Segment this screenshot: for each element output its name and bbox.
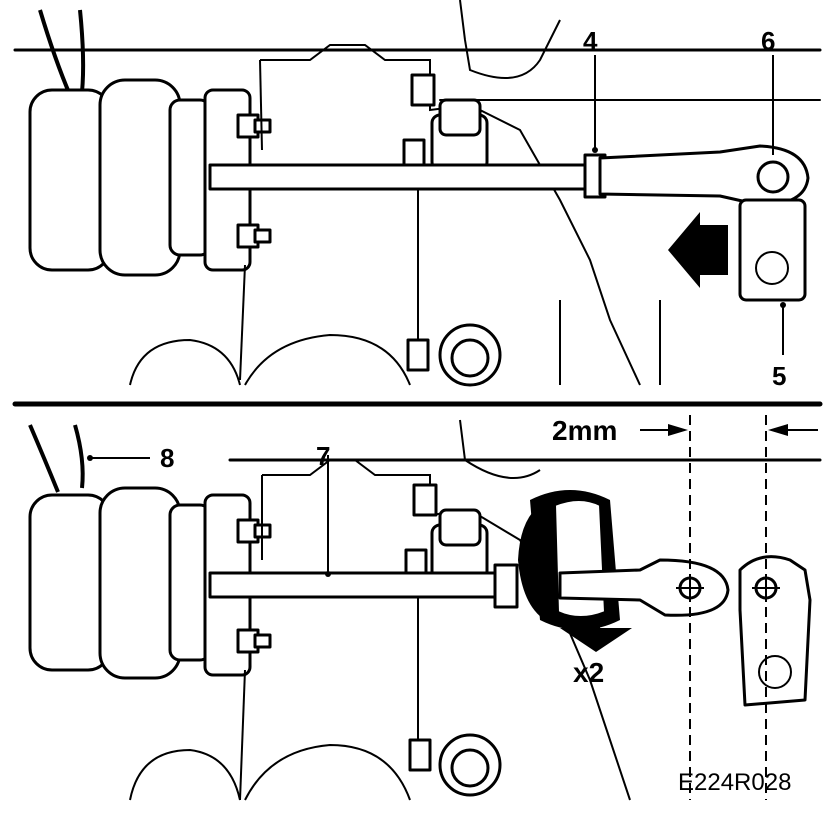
callout-7: 7 xyxy=(316,441,330,471)
rod-end-bottom xyxy=(558,558,730,617)
nut-lower-top xyxy=(438,323,502,387)
drum-flange-bottom xyxy=(98,486,182,680)
drum-body-top xyxy=(28,88,112,272)
bolt-top-2 xyxy=(236,223,272,249)
plug-top xyxy=(430,98,489,172)
callout-6: 6 xyxy=(761,26,775,56)
callout-8: 8 xyxy=(160,443,174,473)
small-bolt-bottom xyxy=(412,483,438,517)
hose-8 xyxy=(28,424,60,493)
rod-nut-bottom xyxy=(493,563,519,609)
turn-count: x2 xyxy=(573,657,604,688)
top-panel: 4 6 5 xyxy=(13,0,822,391)
rotation-arrow xyxy=(560,620,632,652)
callout-5: 5 xyxy=(772,361,786,391)
plug-bottom xyxy=(430,508,489,582)
dimension-label: 2mm xyxy=(552,415,617,446)
drum-flange-top xyxy=(98,78,182,277)
lever-bottom xyxy=(738,555,812,707)
bottom-panel: 8 xyxy=(28,415,822,801)
callout-4: 4 xyxy=(583,26,598,56)
adjusting-rod-bottom xyxy=(208,571,512,599)
housing-top xyxy=(260,44,641,386)
hose-top-left xyxy=(38,9,72,96)
bolt-top-1 xyxy=(236,113,272,139)
drum-body-bottom xyxy=(28,493,112,672)
pin-6 xyxy=(756,160,790,194)
small-bolt-top xyxy=(410,73,436,107)
rotation-band xyxy=(518,490,620,630)
figure-code: E224R028 xyxy=(678,769,791,796)
bolt-bottom-1 xyxy=(236,518,272,544)
nut-lower-bottom xyxy=(438,733,502,797)
lever-5 xyxy=(738,198,807,302)
adjusting-rod-top xyxy=(208,163,592,191)
direction-arrow xyxy=(668,212,728,288)
bolt-bottom-2 xyxy=(236,628,272,654)
